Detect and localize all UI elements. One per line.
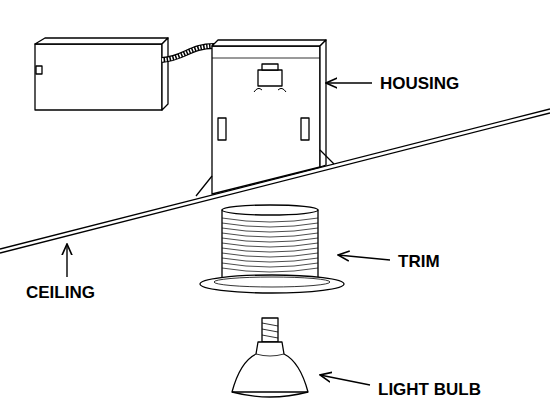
conduit	[162, 46, 214, 60]
light-bulb	[232, 318, 308, 397]
junction-box	[35, 38, 168, 110]
part-label: HOUSING	[380, 75, 459, 92]
part-label: LIGHT BULB	[378, 381, 481, 398]
leader-arrows	[67, 83, 390, 385]
part-label: TRIM	[398, 253, 440, 270]
trim-baffle	[200, 205, 344, 293]
part-label: CEILING	[26, 284, 95, 301]
